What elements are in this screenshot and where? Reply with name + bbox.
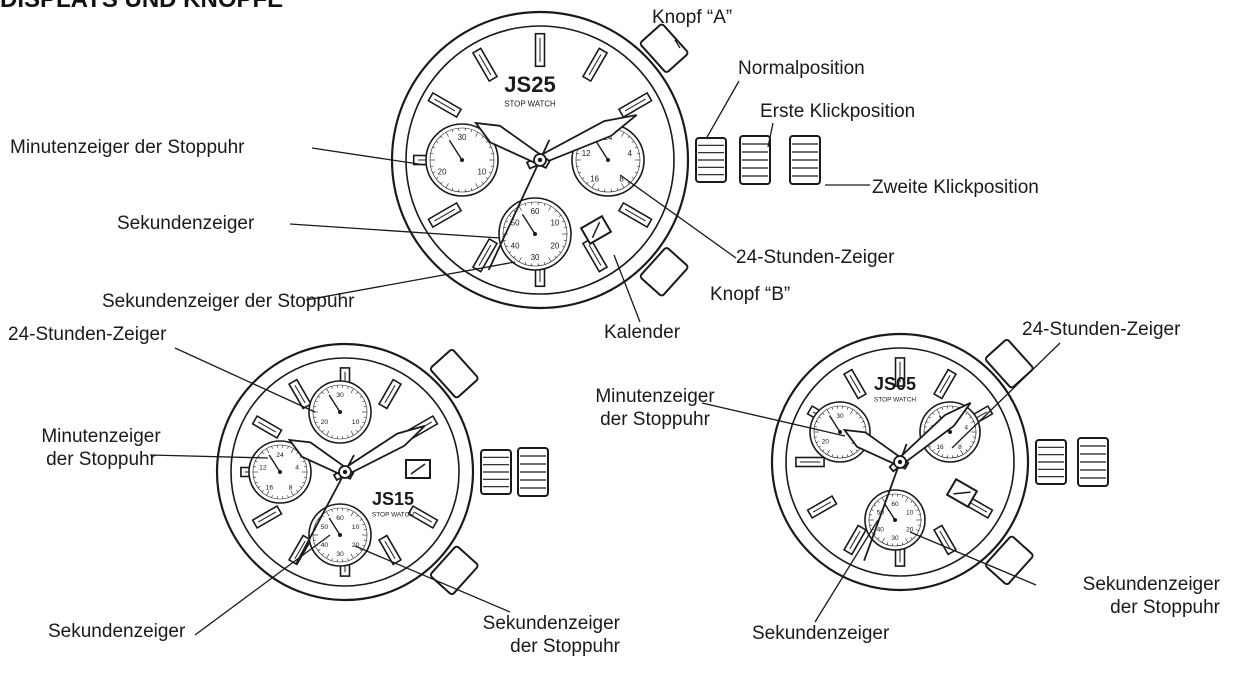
subdial-number: 30 [836,413,844,420]
label-line: Minutenzeiger [575,385,735,408]
label-minutenzeiger-stoppuhr: Minutenzeiger der Stoppuhr [575,385,735,431]
subdial-number: 40 [511,242,520,251]
date-window [406,460,430,478]
label-line: der Stoppuhr [1030,596,1220,619]
label-sekundenzeiger-stoppuhr: Sekundenzeiger der Stoppuhr [102,290,354,313]
label-line: der Stoppuhr [430,635,620,658]
subdial-number: 20 [822,439,830,446]
label-minutenzeiger-stoppuhr: Minutenzeiger der Stoppuhr [10,136,244,159]
label-kalender: Kalender [604,321,680,344]
crown-position [1078,438,1108,486]
model-subtitle: STOP WATCH [504,99,556,108]
subdial-number: 30 [336,392,344,399]
label-knopf-a: Knopf “A” [652,6,732,29]
subdial-number: 10 [551,219,560,228]
center-pin [538,158,542,162]
subdial-number: 16 [266,485,274,492]
crown-normal [481,450,511,494]
crown-normal [696,138,726,182]
label-line: Sekundenzeiger [430,612,620,635]
subdial-number: 10 [906,510,914,517]
subdial-number: 20 [438,168,447,177]
label-normalposition: Normalposition [738,57,865,80]
label-line: Minutenzeiger [26,425,176,448]
subdial-number: 20 [321,419,329,426]
subdial-number: 12 [582,149,591,158]
label-24-stunden-zeiger: 24-Stunden-Zeiger [736,246,894,269]
subdial-pivot [533,232,537,236]
center-pin [343,470,347,474]
label-line: der Stoppuhr [575,408,735,431]
subdial-number: 24 [276,452,284,459]
subdial-number: 16 [590,175,599,184]
subdial-number: 4 [628,149,633,158]
label-24-stunden-zeiger: 24-Stunden-Zeiger [8,323,166,346]
subdial-number: 12 [259,464,267,471]
label-sekundenzeiger-stoppuhr: Sekundenzeiger der Stoppuhr [430,612,620,658]
subdial-number: 60 [336,515,344,522]
crown-normal [1036,440,1066,484]
crown-position [740,136,770,184]
subdial-number: 60 [891,501,899,508]
subdial-number: 30 [458,133,467,142]
subdial-number: 8 [958,444,962,451]
subdial-number: 30 [336,551,344,558]
subdial-minutes: 30 10 20 [309,381,371,443]
subdial-number: 16 [936,444,944,451]
label-line: der Stoppuhr [26,448,176,471]
subdial-pivot [338,533,342,537]
hour-marker [796,458,824,467]
label-sekundenzeiger: Sekundenzeiger [117,212,254,235]
subdial-number: 40 [877,527,885,534]
subdial-pivot [278,470,282,474]
hour-marker [536,34,545,67]
model-logo: JS05 [874,374,916,394]
model-subtitle: STOP WATCH [372,512,414,519]
subdial-number: 50 [321,524,329,531]
subdial-number: 20 [551,242,560,251]
subdial-number: 30 [891,535,899,542]
model-logo: JS25 [504,72,555,97]
label-knopf-b: Knopf “B” [710,283,790,306]
subdial-number: 8 [289,485,293,492]
model-logo: JS15 [372,489,414,509]
subdial-pivot [838,430,842,434]
label-sekundenzeiger-stoppuhr: Sekundenzeiger der Stoppuhr [1030,573,1220,619]
label-24-stunden-zeiger: 24-Stunden-Zeiger [1022,318,1180,341]
label-sekundenzeiger: Sekundenzeiger [752,622,889,645]
page-title: DISPLAYS UND KNÖPFE [0,0,283,14]
center-pin [898,460,902,464]
label-erste-klickposition: Erste Klickposition [760,100,915,123]
subdial-number: 10 [478,168,487,177]
crown-position [790,136,820,184]
subdial-number: 40 [321,542,329,549]
subdial-pivot [338,410,342,414]
subdial-pivot [893,518,897,522]
subdial-number: 10 [352,419,360,426]
subdial-number: 10 [352,524,360,531]
label-sekundenzeiger: Sekundenzeiger [48,620,185,643]
label-line: Sekundenzeiger [1030,573,1220,596]
label-zweite-klickposition: Zweite Klickposition [872,176,1039,199]
label-minutenzeiger-stoppuhr: Minutenzeiger der Stoppuhr [26,425,176,471]
subdial-pivot [460,158,464,162]
subdial-number: 4 [295,464,299,471]
model-subtitle: STOP WATCH [874,397,916,404]
crown-position [518,448,548,496]
subdial-number: 60 [531,207,540,216]
subdial-number: 30 [531,253,540,262]
leader-line [706,81,739,139]
subdial-pivot [606,158,610,162]
subdial-number: 4 [964,425,968,432]
